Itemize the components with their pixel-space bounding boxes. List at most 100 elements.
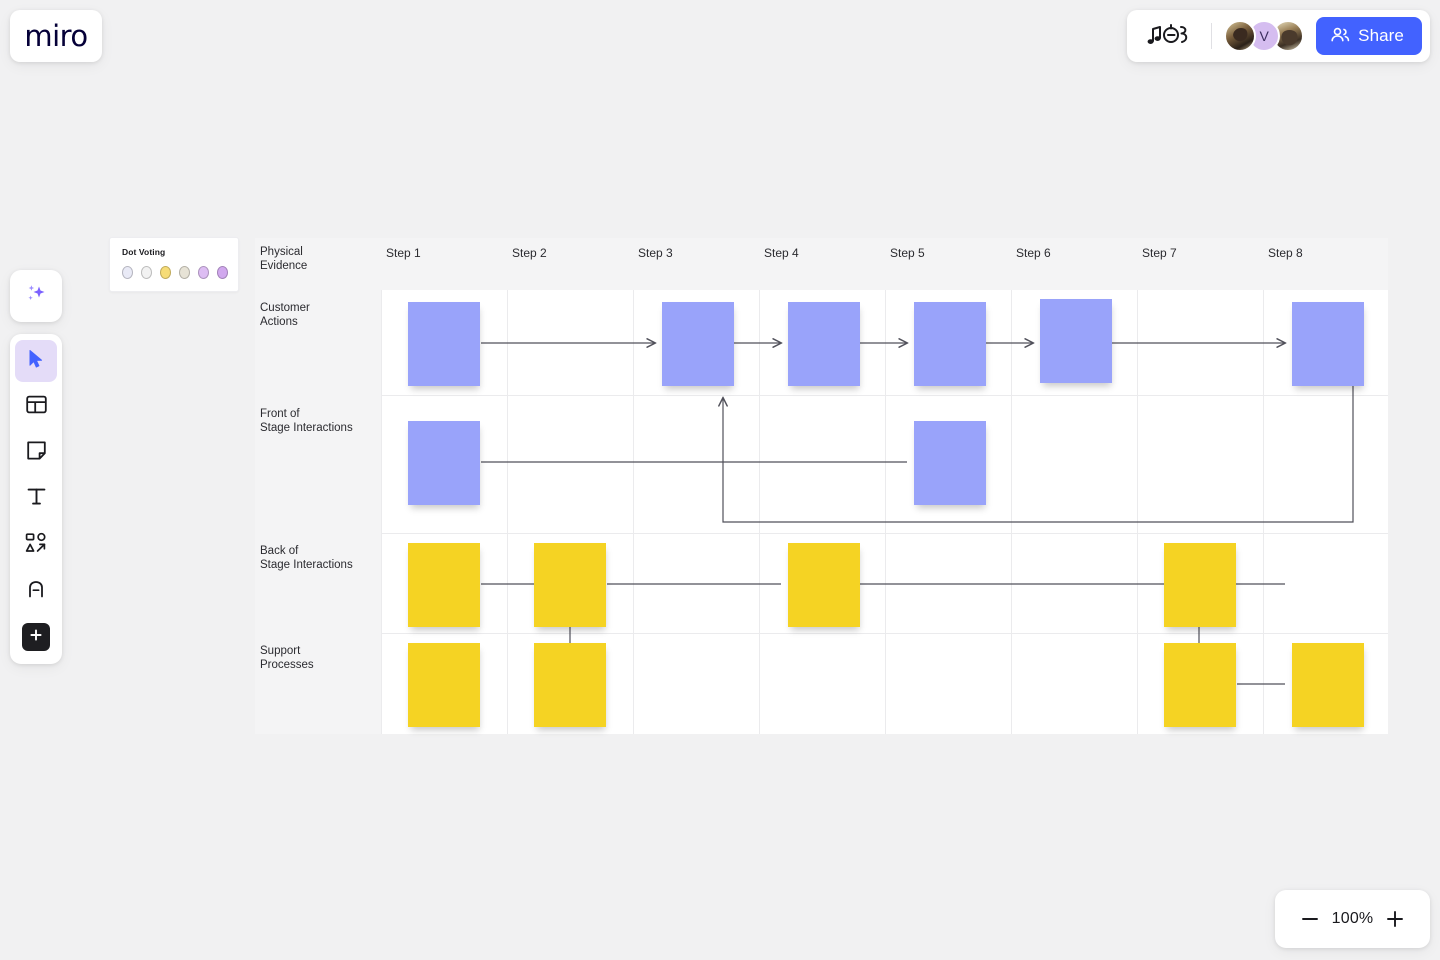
grid-line-horizontal: [381, 395, 1388, 396]
column-header-step-5: Step 5: [890, 246, 925, 260]
column-header-step-1: Step 1: [386, 246, 421, 260]
sticky-surface: [662, 302, 734, 386]
grid-line-vertical: [1137, 290, 1138, 734]
sticky-back-stage-step1[interactable]: [408, 543, 480, 627]
grid-line-vertical: [885, 290, 886, 734]
row-label-front-of-stage: Front of Stage Interactions: [260, 408, 353, 434]
sticky-front-stage-step1[interactable]: [408, 421, 480, 505]
dot-voting-dots: [122, 266, 228, 279]
sticky-back-stage-step7[interactable]: [1164, 543, 1236, 627]
zoom-out-button[interactable]: [1297, 906, 1323, 932]
pen-tool[interactable]: [15, 570, 57, 612]
sticky-note-icon: [25, 439, 48, 467]
column-header-step-3: Step 3: [638, 246, 673, 260]
sticky-surface: [534, 543, 606, 627]
sticky-support-step1[interactable]: [408, 643, 480, 727]
sticky-front-stage-step4[interactable]: [914, 421, 986, 505]
grid-line-vertical: [633, 290, 634, 734]
shapes-tool[interactable]: [15, 524, 57, 566]
top-right-toolbar: V Share: [1127, 10, 1430, 62]
sticky-surface: [534, 643, 606, 727]
grid-line-vertical: [507, 290, 508, 734]
sticky-support-step7[interactable]: [1164, 643, 1236, 727]
column-header-step-6: Step 6: [1016, 246, 1051, 260]
sticky-surface: [914, 421, 986, 505]
dot-voting-title: Dot Voting: [122, 247, 166, 257]
grid-line-vertical: [759, 290, 760, 734]
dot-gray[interactable]: [141, 266, 152, 279]
text-tool[interactable]: [15, 478, 57, 520]
toolbar-divider: [1211, 23, 1213, 49]
collaborator-avatars: V: [1224, 20, 1305, 52]
more-apps-tool[interactable]: [22, 623, 50, 651]
dot-yellow[interactable]: [160, 266, 171, 279]
music-notes-icon[interactable]: [1143, 19, 1199, 53]
sticky-customer-actions-step8[interactable]: [1292, 302, 1364, 386]
sticky-note-tool[interactable]: [15, 432, 57, 474]
sticky-back-stage-step4[interactable]: [788, 543, 860, 627]
share-button[interactable]: Share: [1316, 17, 1422, 55]
dot-beige[interactable]: [179, 266, 190, 279]
share-button-label: Share: [1358, 26, 1404, 45]
physical-evidence-header: Physical Evidence: [260, 246, 308, 272]
sticky-back-stage-step2[interactable]: [534, 543, 606, 627]
select-tool[interactable]: [15, 340, 57, 382]
dot-lavender[interactable]: [122, 266, 133, 279]
row-label-back-of-stage: Back of Stage Interactions: [260, 545, 353, 571]
grid-line-horizontal: [381, 533, 1388, 534]
sticky-surface: [1164, 643, 1236, 727]
sticky-support-step2[interactable]: [534, 643, 606, 727]
pen-icon: [25, 577, 48, 605]
column-header-step-4: Step 4: [764, 246, 799, 260]
sticky-surface: [788, 543, 860, 627]
sticky-customer-actions-step4[interactable]: [788, 302, 860, 386]
avatar-initial: V: [1259, 28, 1269, 44]
left-toolbar: [10, 334, 62, 664]
board-row-labels: Customer Actions Front of Stage Interact…: [255, 290, 381, 734]
shapes-icon: [24, 531, 48, 560]
templates-tool[interactable]: [15, 386, 57, 428]
board-grid[interactable]: [381, 290, 1388, 734]
zoom-control: 100%: [1275, 890, 1430, 948]
text-icon: [25, 485, 48, 513]
sticky-support-step8[interactable]: [1292, 643, 1364, 727]
plus-icon: [28, 627, 44, 648]
sticky-customer-actions-step6[interactable]: [1040, 299, 1112, 383]
sticky-customer-actions-step3[interactable]: [662, 302, 734, 386]
sticky-customer-actions-step5[interactable]: [914, 302, 986, 386]
zoom-level-label[interactable]: 100%: [1331, 910, 1374, 927]
grid-line-vertical: [1011, 290, 1012, 734]
sticky-surface: [1292, 302, 1364, 386]
sticky-surface: [408, 421, 480, 505]
sticky-surface: [408, 302, 480, 386]
sticky-surface: [1040, 299, 1112, 383]
connector-elbow-s8-to-s3: [723, 386, 1354, 523]
template-icon: [25, 393, 48, 421]
grid-line-vertical: [381, 290, 382, 734]
sticky-customer-actions-step1[interactable]: [408, 302, 480, 386]
miro-logo-text: miro: [24, 19, 88, 53]
sparkle-icon: [23, 281, 49, 312]
sticky-surface: [408, 643, 480, 727]
row-label-customer-actions: Customer Actions: [260, 302, 310, 328]
ai-sparkle-tool[interactable]: [10, 270, 62, 322]
dot-light-purple[interactable]: [198, 266, 209, 279]
column-header-step-7: Step 7: [1142, 246, 1177, 260]
zoom-in-button[interactable]: [1382, 906, 1408, 932]
service-blueprint-board: Physical Evidence Step 1 Step 2 Step 3 S…: [255, 238, 1388, 734]
column-header-step-2: Step 2: [512, 246, 547, 260]
sticky-surface: [408, 543, 480, 627]
cursor-icon: [25, 348, 47, 375]
board-column-headers: Physical Evidence Step 1 Step 2 Step 3 S…: [255, 238, 1388, 290]
sticky-surface: [1164, 543, 1236, 627]
dot-voting-widget[interactable]: Dot Voting: [109, 237, 239, 292]
grid-line-horizontal: [381, 633, 1388, 634]
dot-purple[interactable]: [217, 266, 228, 279]
avatar[interactable]: [1224, 20, 1257, 52]
column-header-step-8: Step 8: [1268, 246, 1303, 260]
row-label-support-processes: Support Processes: [260, 645, 314, 671]
sticky-surface: [1292, 643, 1364, 727]
miro-logo-button[interactable]: miro: [10, 10, 102, 62]
grid-line-vertical: [1263, 290, 1264, 734]
